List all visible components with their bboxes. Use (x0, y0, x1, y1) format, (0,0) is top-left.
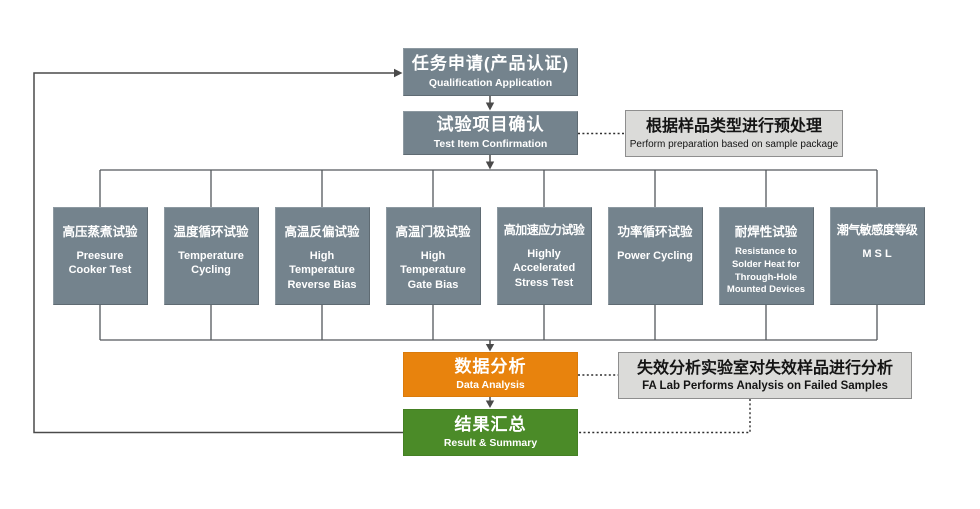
test-box: 温度循环试验 Temperature Cycling (163, 207, 259, 305)
confirmation-box: 试验项目确认 Test Item Confirmation (403, 111, 578, 155)
test-title-zh: 高温反偏试验 (284, 225, 360, 239)
distribution-rail (99, 169, 878, 207)
feedback-arrowhead (394, 68, 403, 78)
test-title-en: High Temperature Gate Bias (400, 250, 466, 291)
fa-note-zh: 失效分析实验室对失效样品进行分析 (636, 359, 893, 377)
data-analysis-box: 数据分析 Data Analysis (403, 352, 578, 397)
confirmation-title-zh: 试验项目确认 (436, 115, 545, 135)
test-title-en: M S L (862, 248, 892, 260)
feedback-loop-line (33, 72, 403, 434)
test-box: 高温反偏试验 High Temperature Reverse Bias (274, 207, 370, 305)
test-title-zh: 高加速应力试验 (503, 223, 585, 237)
fa-note-en: FA Lab Performs Analysis on Failed Sampl… (642, 380, 888, 393)
test-title-zh: 高温门极试验 (395, 225, 471, 239)
collector-rail (99, 305, 878, 341)
test-title-en: Resistance to Solder Heat for Through-Ho… (726, 246, 806, 296)
test-box: 高压蒸煮试验 Preesure Cooker Test (52, 207, 148, 305)
application-title-en: Qualification Application (428, 76, 553, 89)
data-analysis-title-en: Data Analysis (456, 379, 525, 392)
preparation-note: 根据样品类型进行预处理 Perform preparation based on… (625, 110, 843, 157)
test-title-en: High Temperature Reverse Bias (287, 250, 357, 291)
confirmation-title-en: Test Item Confirmation (433, 137, 548, 150)
test-box: 潮气敏感度等级 M S L (829, 207, 925, 305)
test-box: 功率循环试验 Power Cycling (607, 207, 703, 305)
test-title-en: Temperature Cycling (178, 250, 244, 277)
test-title-zh: 温度循环试验 (173, 225, 249, 239)
fa-note: 失效分析实验室对失效样品进行分析 FA Lab Performs Analysi… (618, 352, 912, 399)
result-title-zh: 结果汇总 (454, 414, 527, 434)
dotted-link-fa-to-result (579, 399, 751, 434)
test-title-zh: 耐焊性试验 (734, 225, 798, 239)
data-analysis-title-zh: 数据分析 (454, 356, 527, 376)
test-title-zh: 高压蒸煮试验 (62, 225, 138, 239)
application-box: 任务申请(产品认证) Qualification Application (403, 48, 578, 96)
test-title-en: Preesure Cooker Test (68, 250, 132, 277)
test-title-zh: 潮气敏感度等级 (836, 223, 918, 237)
result-box: 结果汇总 Result & Summary (403, 409, 578, 456)
application-title-zh: 任务申请(产品认证) (411, 54, 570, 74)
preparation-note-zh: 根据样品类型进行预处理 (645, 118, 822, 136)
test-title-en: Highly Accelerated Stress Test (512, 248, 576, 289)
test-title-en: Power Cycling (617, 250, 693, 262)
result-title-en: Result & Summary (443, 437, 538, 450)
test-title-zh: 功率循环试验 (617, 225, 693, 239)
test-box: 耐焊性试验 Resistance to Solder Heat for Thro… (718, 207, 814, 305)
preparation-note-en: Perform preparation based on sample pack… (629, 138, 839, 150)
test-box: 高温门极试验 High Temperature Gate Bias (385, 207, 481, 305)
test-box: 高加速应力试验 Highly Accelerated Stress Test (496, 207, 592, 305)
